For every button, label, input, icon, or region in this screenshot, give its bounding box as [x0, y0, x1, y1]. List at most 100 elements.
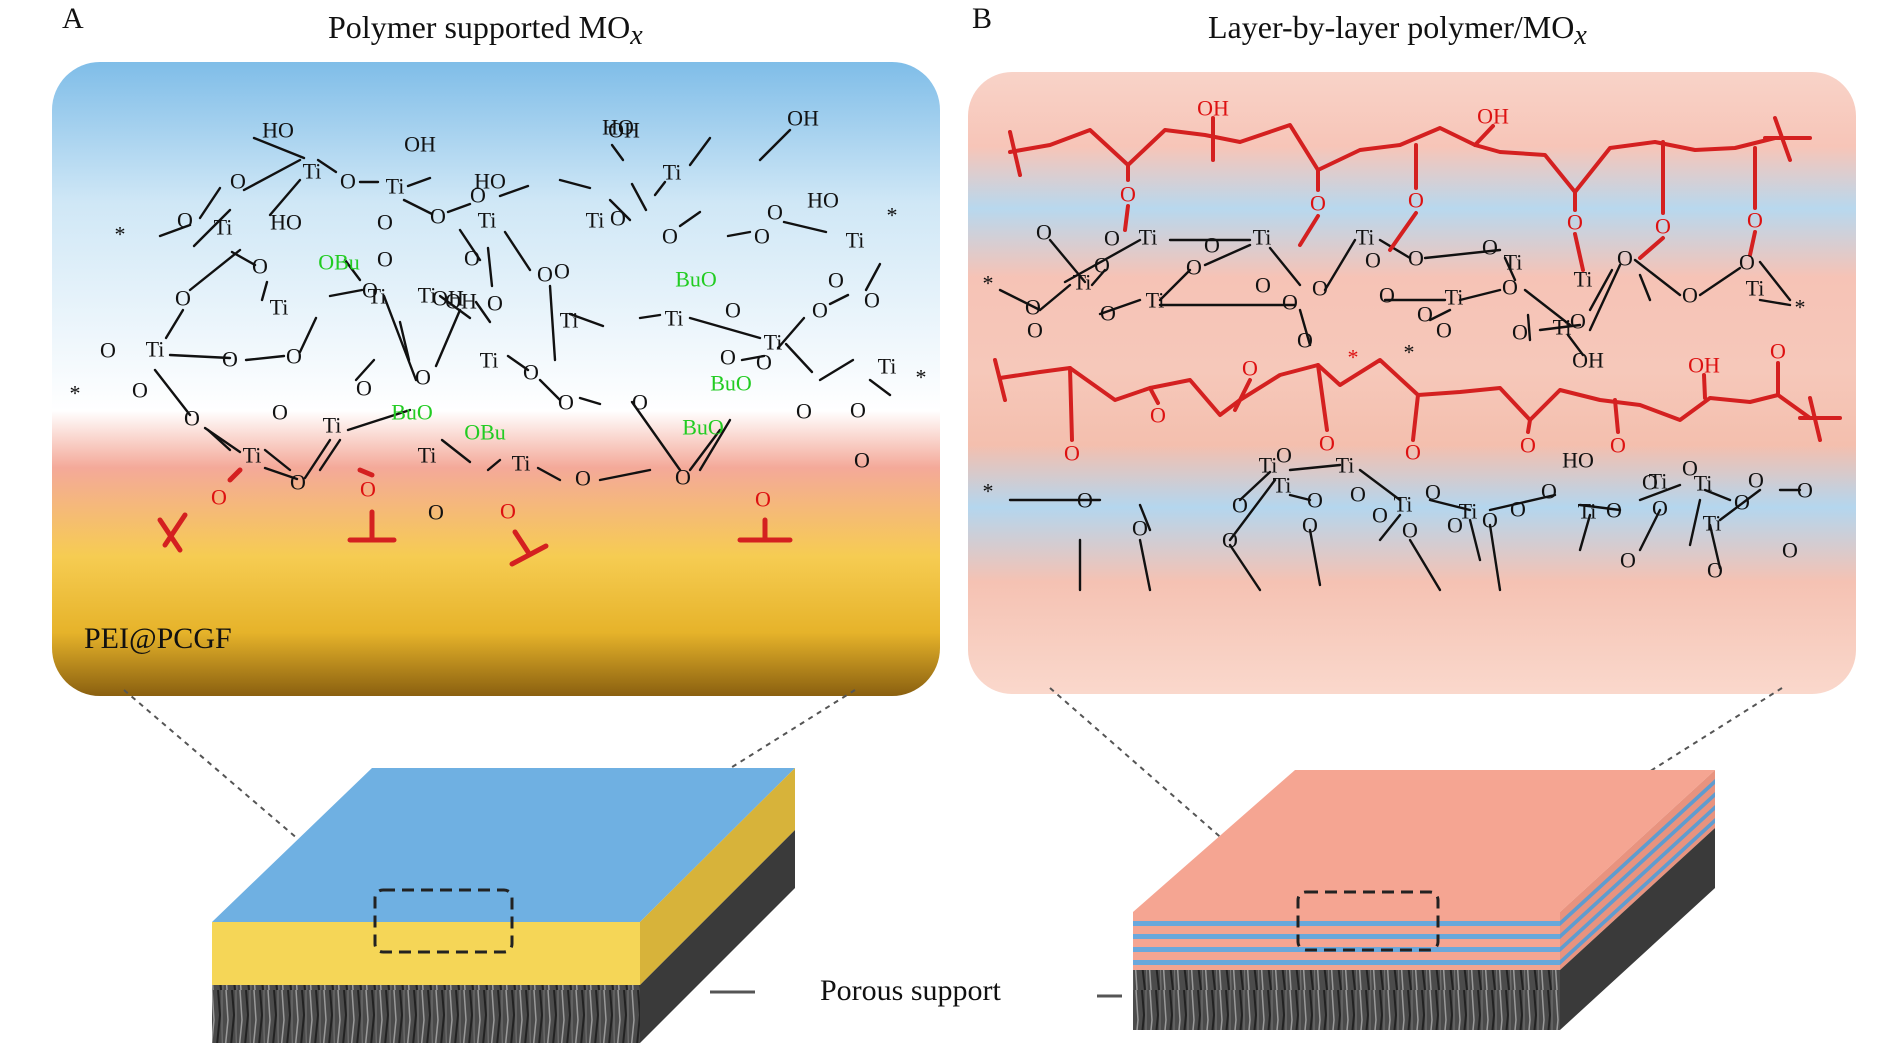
structure-a-oxygen-17: O — [362, 278, 378, 303]
structure-a-bond-58 — [354, 358, 376, 382]
zoom-box-b — [1296, 890, 1440, 952]
structure-a-oxygen-1: O — [340, 169, 356, 194]
structure-b-bond-55 — [1488, 523, 1502, 592]
structure-a-bond-59 — [398, 320, 411, 362]
structure-a-bond-64 — [758, 128, 792, 162]
structure-b-oxygen-1: O — [1104, 226, 1120, 251]
lbl-stripe-b-4 — [1133, 960, 1560, 965]
structure-a-bond-13 — [198, 186, 222, 220]
support-side-b — [1560, 828, 1715, 1030]
structure_a-atom-35: BuO — [682, 415, 724, 440]
structure-b-bond-15 — [1203, 243, 1252, 267]
structure-a-oxygen-11: O — [537, 262, 553, 287]
structure-a-oxygen-25: O — [184, 406, 200, 431]
structure-b-oxygen-20: O — [1025, 295, 1041, 320]
structure-a-bond-61 — [608, 198, 632, 222]
structure-a-bond-7 — [630, 182, 648, 212]
structure_a-atom-24: Ti — [764, 330, 783, 355]
panel-title-b-sub: x — [1573, 20, 1587, 51]
structure-a-oxygen-41: O — [132, 378, 148, 403]
structure-a-bond-36 — [868, 378, 892, 397]
structure-b-bond-27 — [1566, 333, 1585, 357]
structure-a-oxygen-37: O — [796, 399, 812, 424]
polymer-branch-10 — [1316, 363, 1329, 432]
structure-a-bond-68 — [458, 228, 482, 262]
structure-b-oxygen-46: O — [1482, 508, 1498, 533]
structure-b-bond-12 — [1758, 260, 1792, 302]
structure_a-atom-29: Ti — [512, 451, 531, 476]
structure_b-atom-7: Ti — [1356, 225, 1375, 250]
structure_b-atom-27: * — [983, 479, 994, 504]
structure_a-atom-30: OBu — [318, 250, 360, 275]
structure-a-bond-35 — [864, 262, 882, 292]
structure-b-bond-52 — [1228, 543, 1262, 592]
polymer-branch-25 — [1388, 211, 1418, 252]
polymer-chain-middle — [998, 358, 1812, 422]
structure-b-oxygen-14: O — [1282, 290, 1298, 315]
polymer-branch-16 — [1148, 386, 1160, 405]
structure_b-atom-26: * — [1795, 295, 1806, 320]
structure-a-bond-29 — [578, 396, 602, 406]
structure-b-bond-44 — [1578, 513, 1592, 552]
structure_a-atom-9: OH — [445, 289, 477, 314]
membrane-block-b — [1133, 770, 1715, 1030]
structure_a-atom-33: BuO — [391, 400, 433, 425]
structure-b-oxygen-33: O — [1606, 498, 1622, 523]
polymer-branch-23 — [1123, 204, 1130, 232]
structure-b-oxygen-4: O — [1312, 276, 1328, 301]
structure-a-bond-39 — [303, 438, 332, 480]
structure_a-atom-4: OH — [608, 118, 640, 143]
structure_b-atom-18: Ti — [1578, 499, 1597, 524]
structure-a-oxygen-18: O — [415, 365, 431, 390]
structure-b-oxygen-47: O — [1132, 516, 1148, 541]
structure-b-oxygen-7: O — [1502, 275, 1518, 300]
structure_a-atom-19: Ti — [480, 348, 499, 373]
structure_b-atom-15: Ti — [1273, 473, 1292, 498]
structure-b-oxygen-31: O — [1510, 497, 1526, 522]
polymer-chains-b — [993, 116, 1842, 442]
structure-a-bond-53 — [818, 358, 855, 382]
structure-a-oxygen-36: O — [675, 465, 691, 490]
structure_b-atom-12: Ti — [1746, 276, 1765, 301]
structure-b-bond-30 — [1288, 463, 1342, 472]
structure_a-atom-43: * — [916, 365, 927, 390]
structure-b-bond-26 — [1428, 308, 1452, 322]
structure_a-atom-26: Ti — [878, 354, 897, 379]
structure_b-atom-23: HO — [1562, 448, 1594, 473]
structure-b-bond-21 — [1538, 323, 1582, 332]
structure-b-oxygen-37: O — [1620, 548, 1636, 573]
structure-a-oxygen-39: O — [854, 448, 870, 473]
structure_a-atom-7: OH — [787, 106, 819, 131]
structure-b-bond-32 — [1288, 493, 1312, 502]
membrane-block-a — [212, 768, 795, 1043]
structure-b-oxygen-6: O — [1482, 235, 1498, 260]
lbl-side-b — [1560, 770, 1715, 970]
structure-a-bond-55 — [206, 428, 232, 452]
structure-a-bond-51 — [688, 316, 762, 340]
structure_a-atom-28: Ti — [418, 443, 437, 468]
panel-title-a-main: Polymer supported MO — [328, 9, 630, 45]
structure-b-oxygen-3: O — [1255, 273, 1271, 298]
structure_b-atom-13: Ti — [1259, 453, 1278, 478]
structure_a-atom-1: OH — [404, 132, 436, 157]
polymer-branch-27 — [1638, 236, 1665, 260]
structure-a-bond-4 — [446, 202, 472, 214]
structure-b-bond-11 — [1698, 266, 1742, 297]
structure_b-atom-22: OH — [1572, 348, 1604, 373]
structure_b-atom-20: Ti — [1694, 471, 1713, 496]
structure-b-bond-24 — [1038, 283, 1072, 312]
panel-title-b: Layer-by-layer polymer/MOx — [1208, 9, 1587, 51]
structure-b-bond-14 — [1158, 268, 1192, 302]
substrate-label: PEI@PCGF — [84, 622, 232, 655]
structure-a-bond-23 — [328, 288, 364, 298]
structure_b-atom-8: Ti — [1504, 250, 1523, 275]
structure_a-atom-22: Ti — [560, 308, 579, 333]
structure_b-atom-5: Ti — [1073, 270, 1092, 295]
structure_a-atom-14: Ti — [663, 160, 682, 185]
structure-b-bond-4 — [1323, 238, 1357, 292]
structure-b-oxygen-11: O — [1739, 250, 1755, 275]
structure-a-bond-52 — [784, 342, 814, 374]
structure_b-atom-3: Ti — [1139, 225, 1158, 250]
structure-a-oxygen-30: O — [632, 390, 648, 415]
structure_b-atom-1: OH — [1477, 104, 1509, 129]
